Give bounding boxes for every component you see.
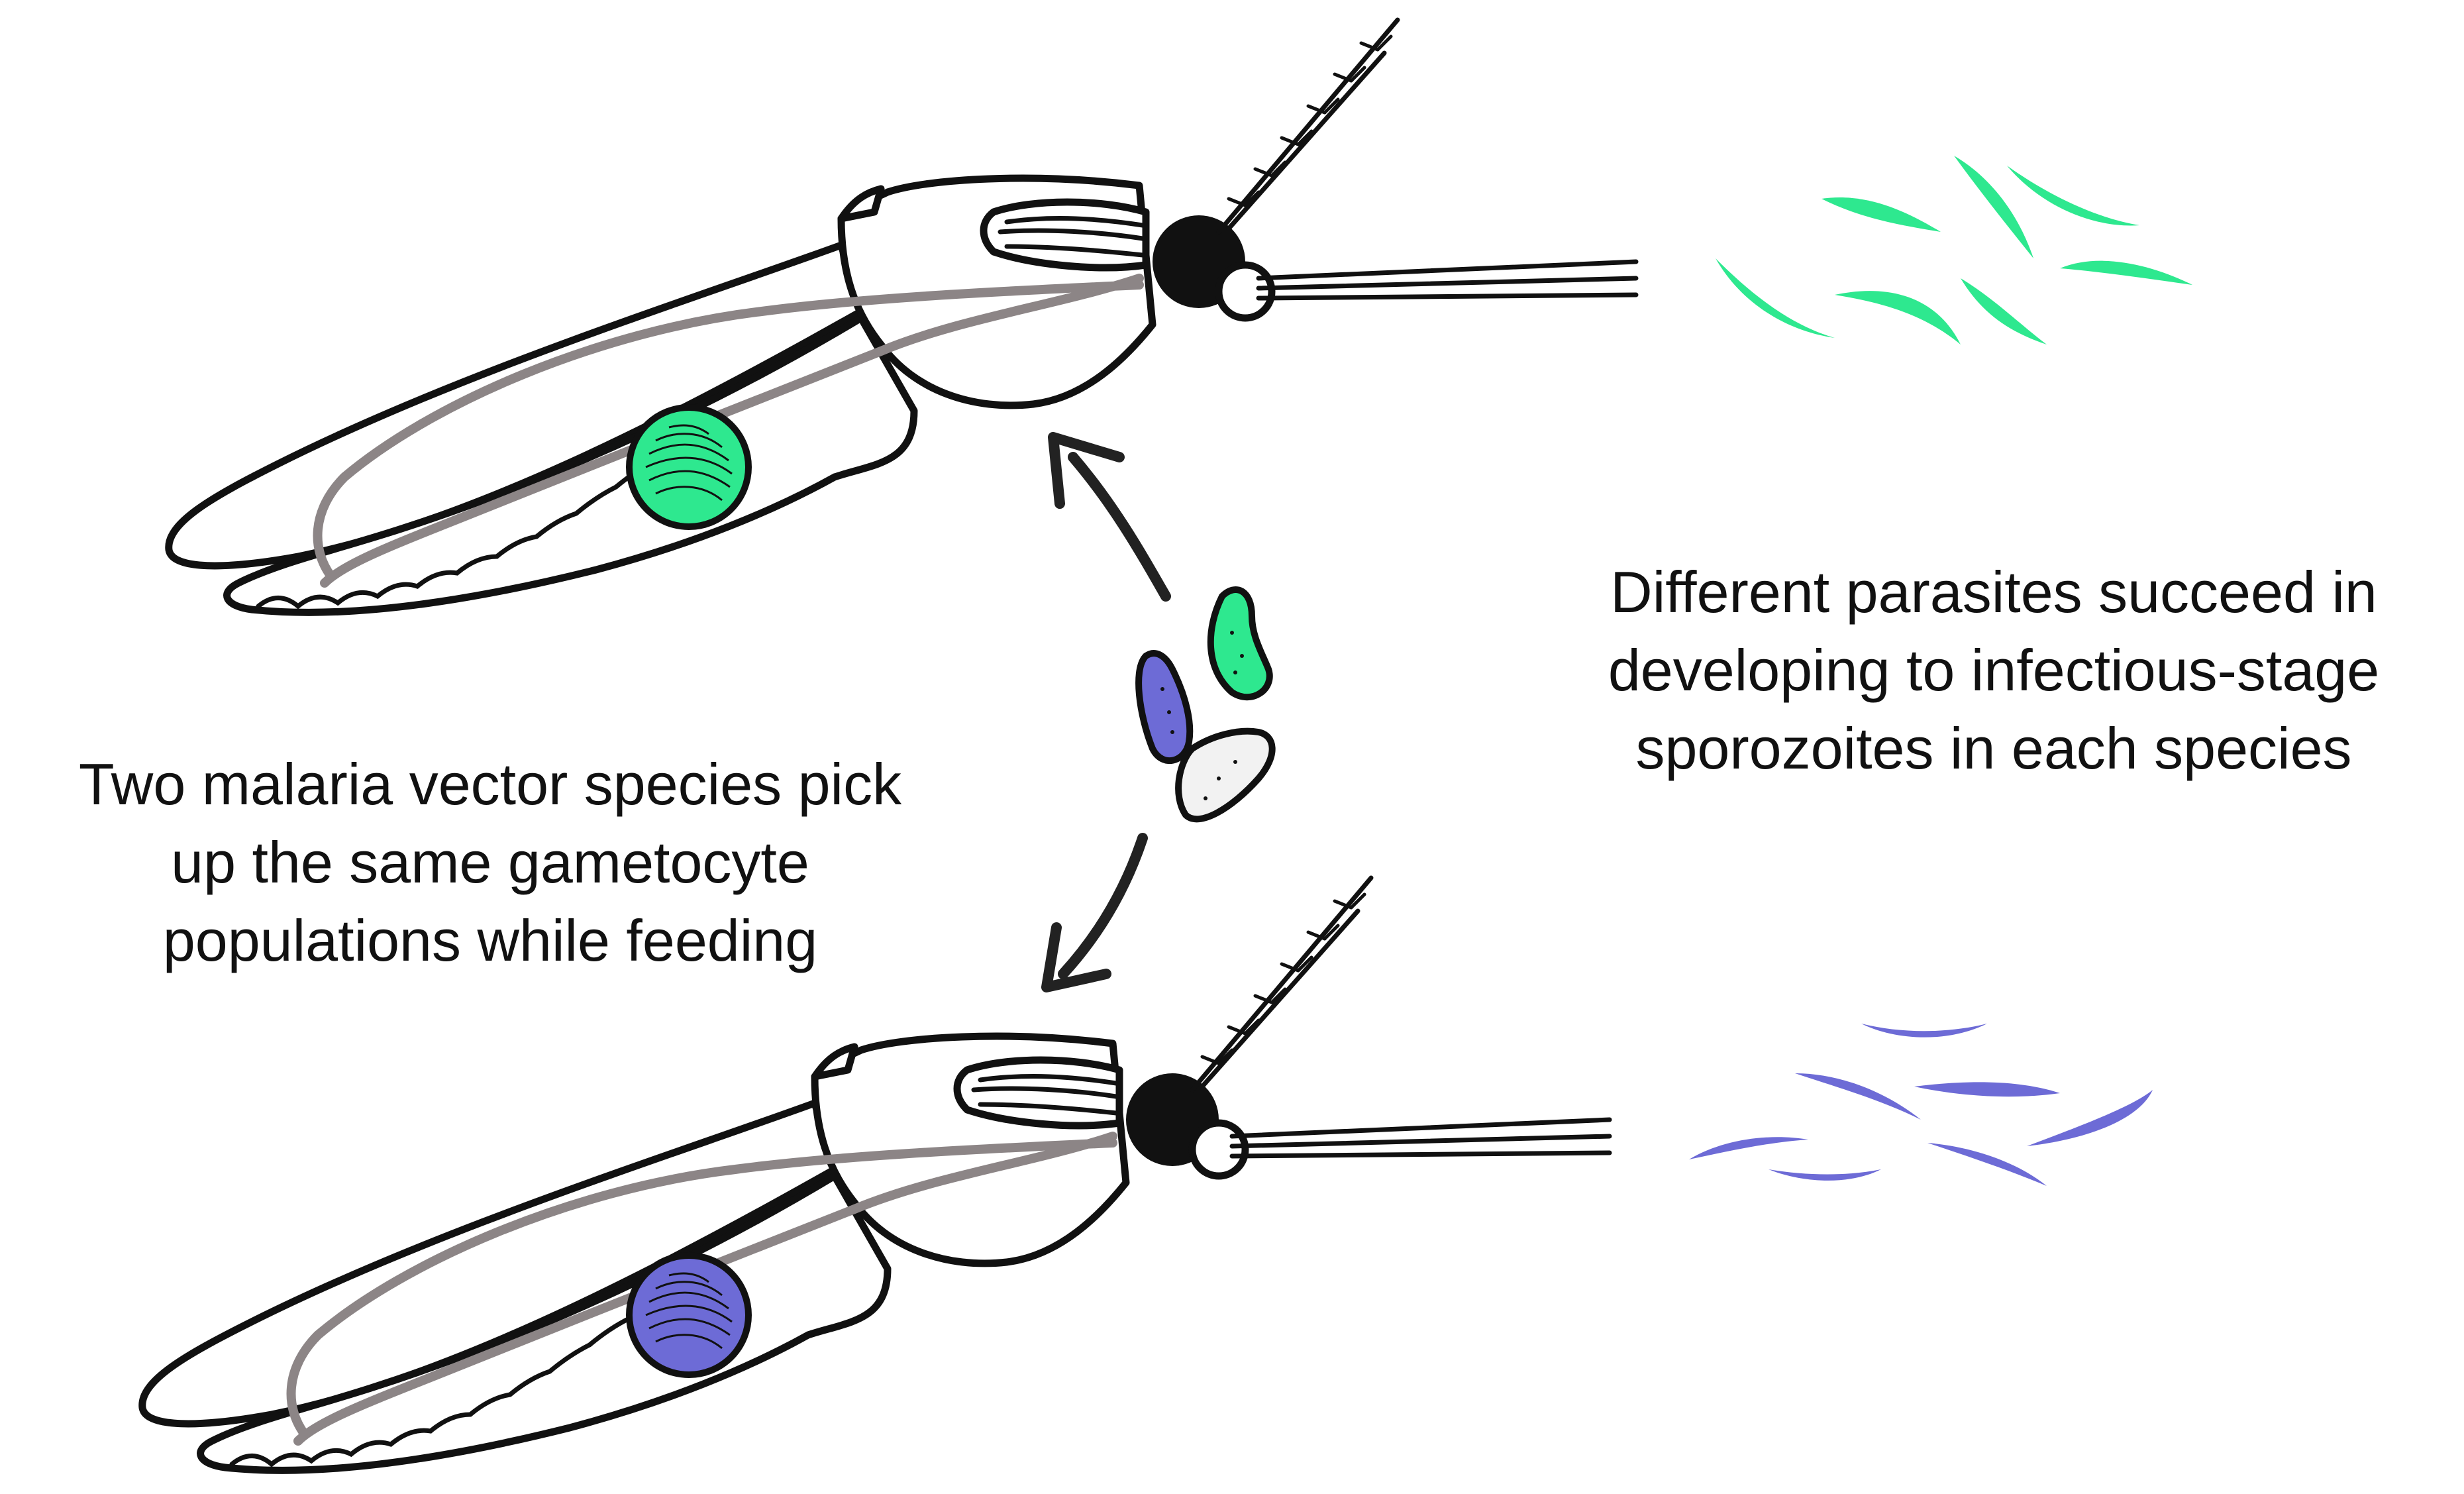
caption-right-line-3: sporozoites in each species <box>1635 716 2352 781</box>
caption-left-line-1: Two malaria vector species pick <box>78 751 902 817</box>
gametocyte-icon-white <box>1175 727 1276 823</box>
mosquito-icon-top <box>169 20 1636 612</box>
sporozoite-icon-green <box>1716 156 2192 345</box>
gametocyte-icon-green <box>1207 586 1273 701</box>
midgut-oocyst-icon-green <box>626 404 752 530</box>
caption-right-line-2: developing to infectious-stage <box>1608 637 2380 703</box>
gametocyte-icon-purple <box>1135 650 1194 764</box>
arrow-icon-down <box>1041 833 1148 992</box>
caption-left-line-3: populations while feeding <box>162 908 818 973</box>
caption-left: Two malaria vector species pick up the s… <box>0 745 980 980</box>
midgut-oocyst-icon-purple <box>626 1252 752 1378</box>
mosquito-icon-bottom <box>142 878 1610 1470</box>
sporozoite-icon-purple <box>1689 1024 2153 1186</box>
arrow-icon-up <box>1048 432 1171 602</box>
caption-right: Different parasites succeed in developin… <box>1523 553 2464 788</box>
caption-right-line-1: Different parasites succeed in <box>1610 559 2377 625</box>
caption-left-line-2: up the same gametocyte <box>171 829 809 895</box>
